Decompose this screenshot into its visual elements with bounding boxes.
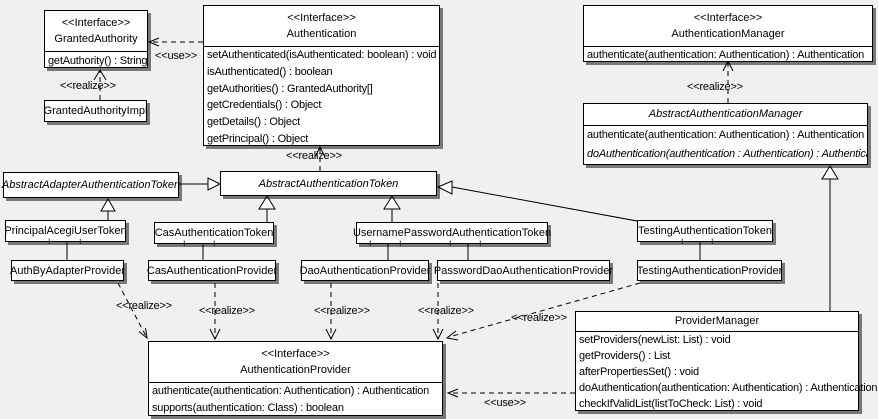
method-label: doAuthentication(authentication: Authent… [579, 382, 878, 394]
class-testing-authentication-provider[interactable]: TestingAuthenticationProvider [637, 260, 782, 281]
realize-label: <<realize>> [418, 305, 474, 317]
method-label: doAuthentication(authentication : Authen… [587, 148, 868, 160]
class-name: UsernamePasswordAuthenticationToken [352, 227, 552, 239]
generalization-cas-token [258, 195, 276, 222]
class-name: AbstractAdapterAuthenticationToken [1, 179, 181, 191]
class-name: GrantedAuthority [54, 33, 138, 45]
generalization-testing-token [436, 180, 638, 222]
association-end-plus: + [77, 236, 84, 248]
method-label: checkIfValidList(listToCheck: List) : vo… [579, 398, 763, 410]
method-label: isAuthenticated() : boolean [207, 65, 333, 78]
use-authentication-grantedauthority [147, 37, 203, 47]
realize-label: <<realize>> [60, 80, 116, 92]
class-authentication-provider[interactable]: <<Interface>> AuthenticationProvider aut… [148, 341, 443, 416]
association-end-plus: + [397, 238, 404, 250]
class-testing-authentication-token[interactable]: TestingAuthenticationToken [637, 220, 773, 242]
class-name: AbstractAuthenticationManager [584, 104, 867, 126]
class-name: Authentication [286, 28, 357, 40]
class-granted-authority[interactable]: <<Interface>> GrantedAuthority getAuthor… [44, 10, 148, 68]
method-label: getPrincipal() : Object [207, 132, 309, 145]
class-authentication[interactable]: <<Interface>> Authentication setAuthenti… [203, 5, 440, 146]
generalization-adapter-token [179, 177, 222, 191]
realize-label: <<realize>> [116, 300, 172, 312]
class-name: ProviderManager [576, 312, 858, 332]
class-name: CasAuthenticationToken [154, 227, 274, 239]
association-end-plus: + [477, 238, 484, 250]
association-end-plus: + [679, 236, 686, 248]
generalization-usernamepassword-token [383, 195, 401, 222]
class-principal-acegi-user-token[interactable]: PrincipalAcegiUserToken [4, 220, 127, 242]
class-dao-authentication-provider[interactable]: DaoAuthenticationProvider [299, 260, 431, 281]
class-auth-by-adapter-provider[interactable]: AuthByAdapterProvider [10, 260, 125, 281]
use-providermanager-authenticationprovider [446, 388, 575, 398]
realize-label: <<realize>> [199, 305, 255, 317]
method-label: getCredentials() : Object [207, 99, 322, 112]
stereotype-label: <<Interface>> [287, 12, 356, 24]
method-label: authenticate(authentication: Authenticat… [587, 129, 865, 141]
class-name: AuthenticationManager [671, 28, 785, 40]
stereotype-label: <<Interface>> [693, 12, 763, 24]
class-header: <<Interface>> AuthenticationProvider [149, 342, 442, 383]
method-label: getProviders() : List [579, 350, 671, 362]
class-cas-authentication-token[interactable]: CasAuthenticationToken [154, 222, 274, 244]
method-label: afterPropertiesSet() : void [579, 366, 699, 378]
class-name: AbstractAuthenticationToken [258, 177, 399, 190]
association-end-plus: + [709, 236, 716, 248]
class-granted-authority-impl[interactable]: GrantedAuthorityImpl [44, 100, 147, 122]
class-name: AuthByAdapterProvider [10, 264, 125, 277]
class-name: TestingAuthenticationToken [638, 225, 772, 237]
use-label: <<use>> [155, 50, 198, 62]
class-header: <<Interface>> AuthenticationManager [584, 6, 872, 47]
class-name: PrincipalAcegiUserToken [4, 225, 127, 237]
method-label: getDetails() : Object [207, 116, 301, 129]
class-authentication-manager[interactable]: <<Interface>> AuthenticationManager auth… [583, 5, 873, 62]
class-abstract-authentication-manager[interactable]: AbstractAuthenticationManager authentica… [583, 103, 868, 165]
method-label: setProviders(newList: List) : void [579, 334, 731, 346]
method-label: getAuthority() : String [48, 55, 148, 67]
class-name: TestingAuthenticationProvider [636, 264, 783, 277]
generalization-providermanager [821, 165, 839, 311]
realize-label: <<realize>> [314, 305, 370, 317]
class-provider-manager[interactable]: ProviderManager setProviders(newList: Li… [575, 311, 878, 411]
realize-label: <<realize>> [511, 312, 567, 324]
method-label: supports(authentication: Class) : boolea… [152, 402, 344, 414]
class-name: PasswordDaoAuthenticationProvider [433, 264, 614, 277]
association-end-plus: + [367, 238, 374, 250]
class-header: <<Interface>> GrantedAuthority [45, 11, 147, 52]
association-end-plus: + [181, 238, 188, 250]
class-password-dao-authentication-provider[interactable]: PasswordDaoAuthenticationProvider [433, 260, 614, 281]
realize-label: <<realize>> [687, 81, 743, 93]
class-cas-authentication-provider[interactable]: CasAuthenticationProvider [146, 260, 278, 281]
class-abstract-authentication-token[interactable]: AbstractAuthenticationToken [220, 171, 437, 196]
method-label: setAuthenticated(isAuthenticated: boolea… [207, 49, 437, 61]
method-label: authenticate(authentication: Authenticat… [587, 49, 865, 61]
class-name: CasAuthenticationProvider [146, 264, 278, 277]
class-abstract-adapter-authentication-token[interactable]: AbstractAdapterAuthenticationToken [1, 172, 181, 198]
method-label: authenticate(authentication: Authenticat… [152, 385, 430, 397]
class-header: <<Interface>> Authentication [204, 6, 439, 47]
stereotype-label: <<Interface>> [61, 17, 131, 29]
class-name: DaoAuthenticationProvider [299, 264, 431, 277]
class-name: GrantedAuthorityImpl [43, 105, 148, 117]
class-name: AuthenticationProvider [240, 364, 351, 376]
class-username-password-authentication-token[interactable]: UsernamePasswordAuthenticationToken [352, 222, 552, 244]
association-end-plus: + [447, 238, 454, 250]
generalization-principal-token [100, 198, 116, 220]
association-end-plus: + [211, 238, 218, 250]
method-label: getAuthorities() : GrantedAuthority[] [207, 82, 373, 95]
stereotype-label: <<Interface>> [261, 348, 330, 360]
association-end-plus: + [46, 236, 53, 248]
use-label: <<use>> [484, 397, 527, 409]
realize-label: <<realize>> [286, 150, 342, 162]
